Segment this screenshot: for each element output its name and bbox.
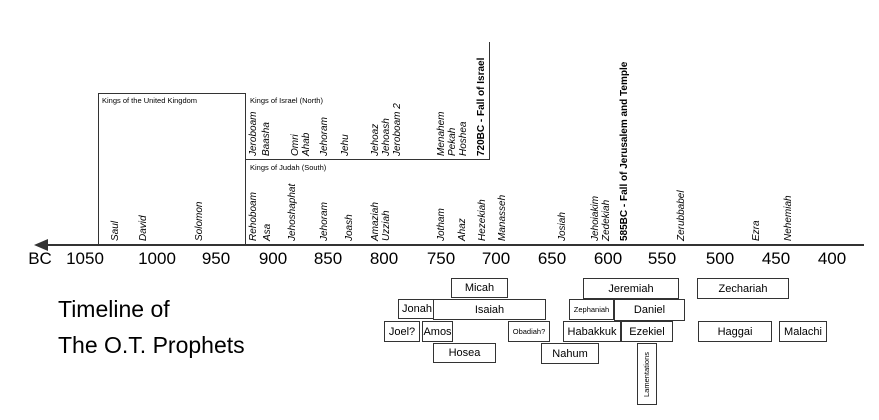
axis-tick-1000: 1000 [138, 249, 176, 268]
axis-tick-600: 600 [593, 249, 623, 268]
axis-tick-450: 450 [761, 249, 791, 268]
judah-asa: Asa [262, 223, 273, 241]
prophet-jeremiah: Jeremiah [583, 278, 679, 299]
fall-of-jerusalem-label: 585BC - Fall of Jerusalem and Temple [619, 61, 630, 241]
judah-zedekiah: Zedekiah [601, 199, 612, 241]
axis-tick-500: 500 [705, 249, 735, 268]
axis-tick-700: 700 [481, 249, 511, 268]
axis-tick-1050: 1050 [66, 249, 104, 268]
prophet-lamentations: Lamentations [642, 351, 652, 397]
israel-baasha: Baasha [261, 122, 272, 156]
title-line-1: Timeline of [58, 296, 170, 322]
israel-hoshea: Hoshea [458, 121, 469, 156]
judah-rehoboam: Rehoboam [248, 192, 259, 241]
axis-tick-900: 900 [258, 249, 288, 268]
israel-menahem: Menahem [436, 111, 447, 156]
axis-unit: BC [28, 249, 52, 268]
israel-end-line [489, 42, 490, 160]
king-david: David [138, 215, 149, 241]
arrow-left-icon [34, 239, 48, 251]
israel-title: Kings of Israel (North) [250, 96, 323, 105]
prophet-amos: Amos [422, 321, 453, 342]
prophet-hosea: Hosea [433, 343, 496, 363]
judah-manasseh: Manasseh [497, 194, 508, 241]
axis-tick-650: 650 [537, 249, 567, 268]
israel-pekah: Pekah [447, 127, 458, 156]
israel-jehoaz: Jehoaz [370, 123, 381, 156]
judah-hezekiah: Hezekiah [477, 199, 488, 241]
king-saul: Saul [110, 220, 121, 241]
timeline-axis [44, 244, 864, 246]
prophet-zephaniah: Zephaniah [569, 299, 614, 320]
judah-jehoshaphat: Jehoshaphat [287, 183, 298, 241]
united-kingdom-title: Kings of the United Kingdom [102, 96, 198, 105]
israel-jeroboam-2: Jeroboam 2 [392, 103, 403, 156]
title-line-2: The O.T. Prophets [58, 332, 245, 358]
prophet-zechariah: Zechariah [697, 278, 789, 299]
prophet-haggai: Haggai [698, 321, 772, 342]
axis-tick-950: 950 [201, 249, 231, 268]
judah-jehoiakim: Jehoiakim [590, 195, 601, 241]
israel-judah-divider [246, 159, 490, 160]
prophet-joel: Joel? [384, 321, 420, 342]
prophet-obadiah: Obadiah? [508, 321, 550, 342]
israel-jehu: Jehu [340, 134, 351, 156]
fall-of-israel-label: 720BC - Fall of Israel [476, 57, 487, 156]
israel-ahab: Ahab [301, 132, 312, 156]
axis-tick-800: 800 [369, 249, 399, 268]
prophet-lamentations-box: Lamentations [637, 343, 657, 405]
figure-nehemiah: Nehemiah [783, 195, 794, 241]
united-kingdom-box [98, 93, 246, 244]
judah-joash: Joash [344, 214, 355, 241]
prophet-ezekiel: Ezekiel [621, 321, 673, 342]
judah-josiah: Josiah [557, 212, 568, 241]
prophet-isaiah: Isaiah [433, 299, 546, 320]
figure-ezra: Ezra [751, 220, 762, 241]
israel-jeroboam: Jeroboam [248, 111, 259, 156]
israel-jehoash: Jehoash [381, 118, 392, 156]
axis-tick-850: 850 [313, 249, 343, 268]
prophet-nahum: Nahum [541, 343, 599, 364]
judah-jehoram: Jehoram [319, 202, 330, 241]
judah-amaziah: Amaziah [370, 202, 381, 241]
judah-uzziah: Uzziah [381, 210, 392, 241]
king-solomon: Solomon [194, 201, 205, 241]
axis-tick-400: 400 [817, 249, 847, 268]
axis-tick-550: 550 [647, 249, 677, 268]
judah-jotham: Jotham [436, 208, 447, 241]
israel-jehoram: Jehoram [319, 117, 330, 156]
prophet-daniel: Daniel [614, 299, 685, 321]
prophet-malachi: Malachi [779, 321, 827, 342]
prophet-micah: Micah [451, 278, 508, 298]
israel-omri: Omri [290, 134, 301, 156]
figure-zerubbabel: Zerubbabel [676, 190, 687, 241]
axis-tick-750: 750 [426, 249, 456, 268]
judah-title: Kings of Judah (South) [250, 163, 327, 172]
judah-ahaz: Ahaz [457, 218, 468, 241]
prophet-habakkuk: Habakkuk [563, 321, 621, 342]
prophet-jonah: Jonah [398, 299, 436, 319]
